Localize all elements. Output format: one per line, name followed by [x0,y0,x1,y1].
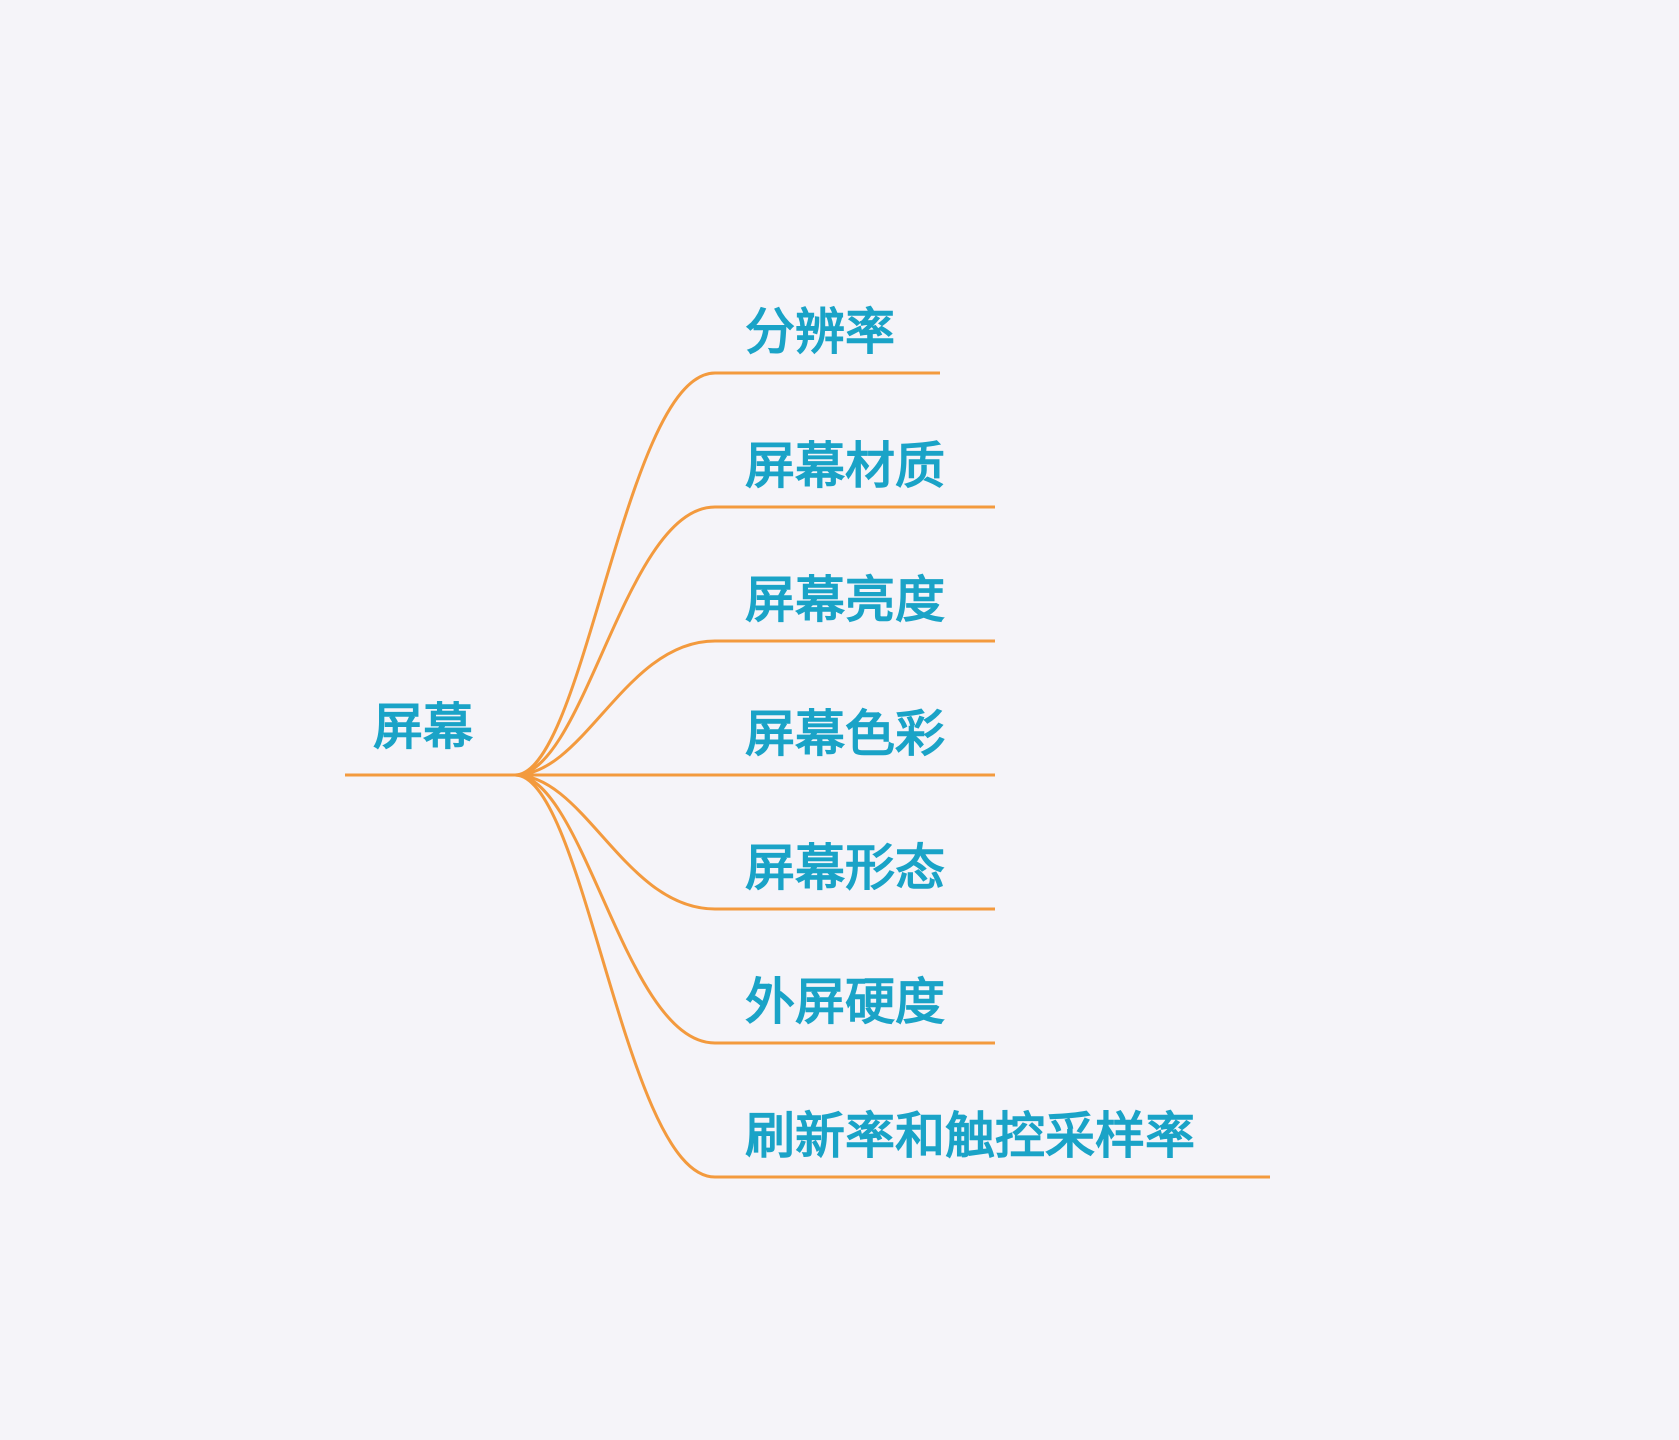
branch-connector-2 [514,505,716,777]
branch-connector-3 [514,639,716,777]
branch-node-label[interactable]: 屏幕亮度 [745,571,945,629]
branch-node-label[interactable]: 屏幕形态 [745,839,945,897]
branch-node-label[interactable]: 屏幕色彩 [745,705,945,763]
root-node-label[interactable]: 屏幕 [373,698,474,756]
branch-connector-7 [514,773,716,1179]
branch-node-label[interactable]: 屏幕材质 [745,437,945,495]
branch-connector-5 [514,773,716,911]
branch-connector-6 [514,773,716,1045]
branch-node-label[interactable]: 刷新率和触控采样率 [745,1107,1195,1165]
branch-connector-1 [514,371,716,777]
branch-connectors [514,371,716,1179]
branch-node-label[interactable]: 外屏硬度 [745,973,945,1031]
branch-node-label[interactable]: 分辨率 [745,303,895,361]
